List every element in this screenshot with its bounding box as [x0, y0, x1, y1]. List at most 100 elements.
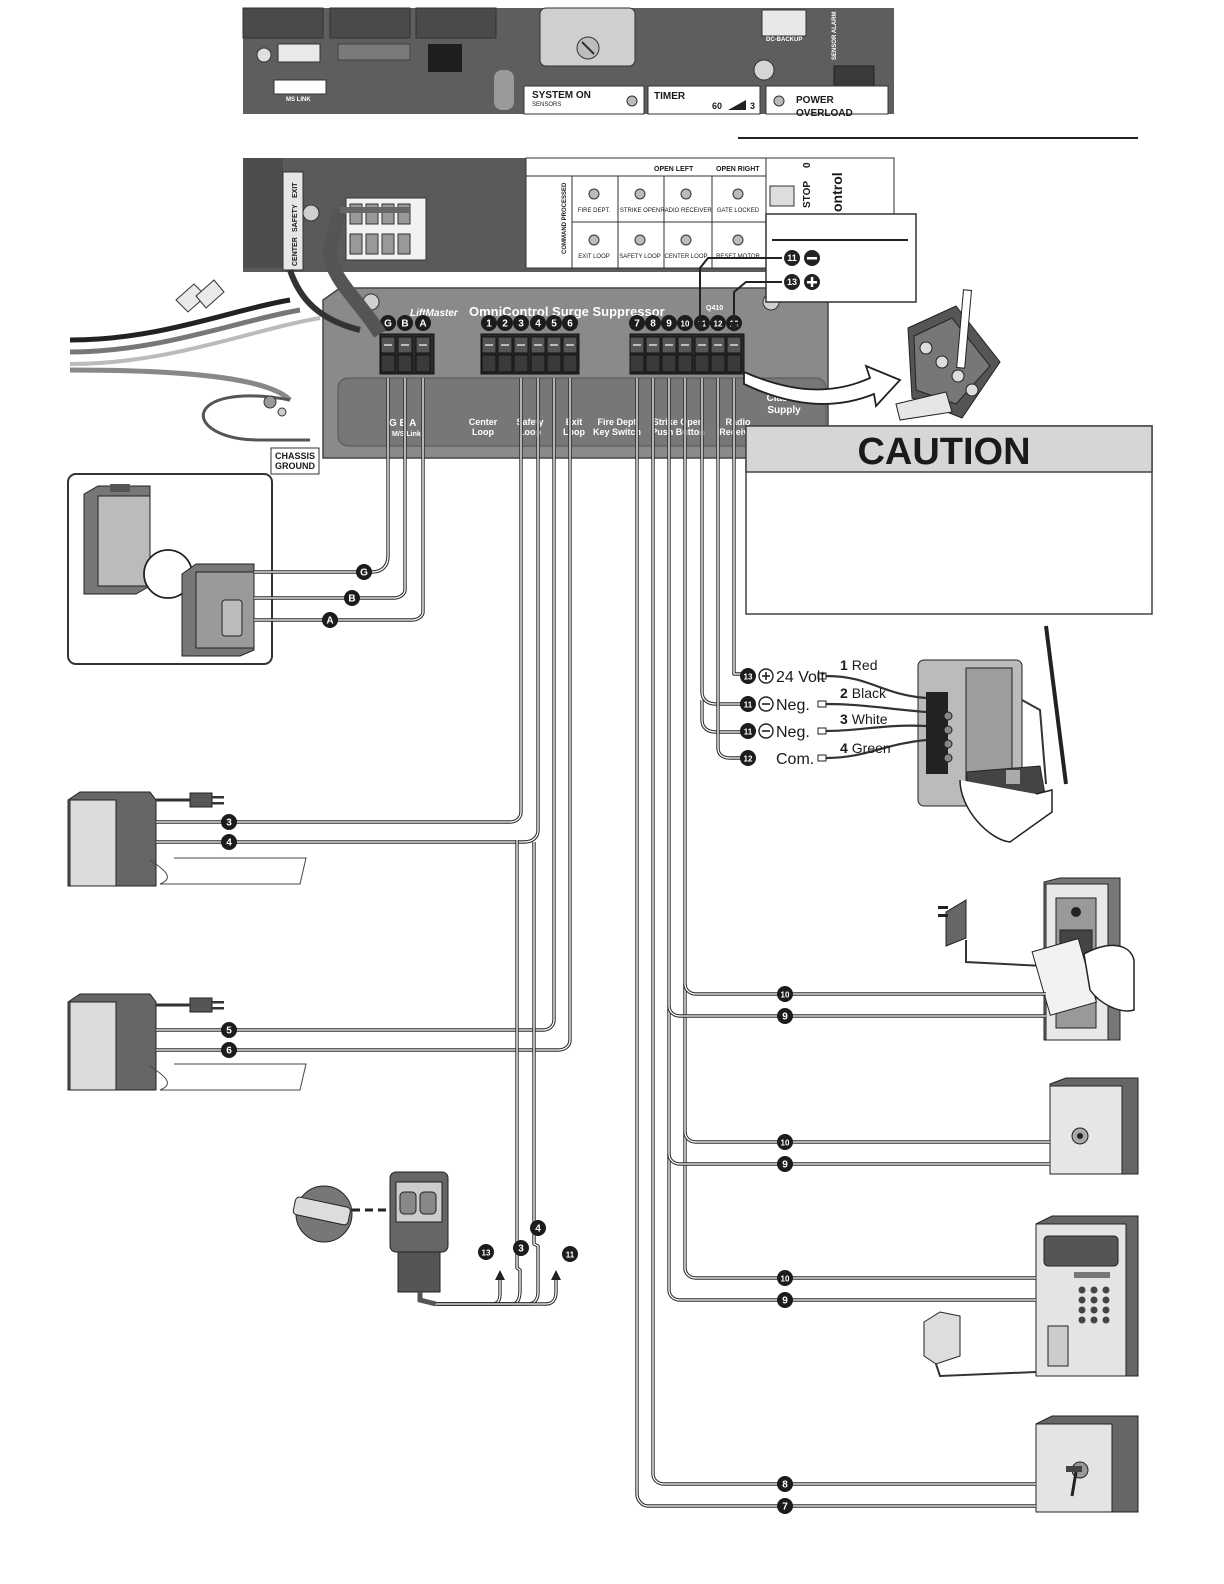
badge-radio-11-2: 11 [740, 723, 756, 739]
center-label: CENTER [292, 237, 299, 266]
label-fire-dept-1: Fire Dept [597, 417, 636, 427]
svg-text:4: 4 [535, 1224, 541, 1235]
loop-detector-2 [67, 993, 307, 1091]
label-strike-open-1: Strike Open [653, 417, 704, 427]
terminal-badge-6: 6 [562, 315, 578, 331]
keypad-key [1090, 1296, 1098, 1304]
terminal-badge-G: G [380, 315, 396, 331]
badge-pe-11: 11 [562, 1246, 578, 1262]
keypad-key [1090, 1316, 1098, 1324]
svg-text:3: 3 [226, 818, 232, 829]
radio-lead-pin2 [825, 702, 927, 714]
keypad-key [1078, 1296, 1086, 1304]
wire-11-radio-b [700, 700, 742, 734]
indicator-gate-locked: GATE LOCKED [717, 208, 760, 214]
overload-label: OVERLOAD [796, 108, 853, 119]
svg-text:9: 9 [666, 319, 672, 330]
svg-text:12: 12 [744, 755, 753, 764]
svg-text:9: 9 [782, 1160, 788, 1171]
wire-3-loop [156, 378, 523, 824]
svg-text:6: 6 [567, 319, 573, 330]
badge-ks-7: 7 [777, 1498, 793, 1514]
wire-pe-3 [436, 840, 522, 1306]
keypad-key [1078, 1306, 1086, 1314]
chassis-ground-label-1: CHASSIS [275, 451, 315, 461]
wire-routes [156, 378, 1050, 1508]
indicator-center-loop: CENTER LOOP [664, 254, 707, 260]
badge-loop2-5: 5 [221, 1022, 237, 1038]
label-fire-dept-2: Key Switch [593, 427, 641, 437]
caution-box: CAUTION [745, 425, 1153, 615]
svg-text:4: 4 [226, 838, 232, 849]
indicator-radio-receiver: RADIO RECEIVER [660, 208, 712, 214]
badge-ms-B: B [344, 590, 360, 606]
keypad-station [923, 1215, 1139, 1378]
keypad-key [1090, 1306, 1098, 1314]
label-exit-loop-2: Loop [563, 427, 585, 437]
wire-nut-icon [817, 672, 827, 680]
svg-text:8: 8 [650, 319, 656, 330]
label-safety-loop-2: Loop [519, 427, 541, 437]
wire-pe-4 [436, 842, 540, 1306]
svg-text:3: 3 [518, 319, 524, 330]
stop-zero-label: 0 [802, 162, 813, 168]
badge-loop1-3: 3 [221, 814, 237, 830]
badge-pe-13: 13 [478, 1244, 494, 1260]
chassis-ground-label-2: GROUND [275, 461, 315, 471]
terminal-badge-4: 4 [530, 315, 546, 331]
radio-lead-pin3 [825, 724, 927, 733]
system-on-label: SYSTEM ON [532, 90, 591, 101]
svg-text:A: A [326, 616, 333, 627]
wire-9-push [667, 1153, 1050, 1166]
keypad-key [1078, 1286, 1086, 1294]
command-processed-label: COMMAND PROCESSED [562, 182, 568, 254]
chassis-ground-tag [270, 447, 320, 475]
wire-nut-icon [817, 754, 827, 762]
radio-pin-4-desc: Com. [776, 751, 814, 768]
suppressor-brand: LiftMaster [410, 308, 459, 319]
suppressor-model: Q410 [706, 305, 723, 312]
wire-nut-icon [817, 700, 827, 708]
badge-radio-12-3: 12 [740, 750, 756, 766]
cable-bundle [69, 207, 410, 442]
svg-text:11: 11 [744, 701, 753, 710]
terminal-badge-1: 1 [481, 315, 497, 331]
terminal-badge-10: 10 [677, 315, 693, 331]
badge-keypad-10: 10 [777, 1270, 793, 1286]
svg-text:5: 5 [226, 1026, 232, 1037]
wire-10-keypad [683, 378, 1036, 1280]
badge-ks-8: 8 [777, 1476, 793, 1492]
badge-loop1-4: 4 [221, 834, 237, 850]
indicator-strike-open: STRIKE OPEN [620, 208, 660, 214]
svg-text:13: 13 [482, 1249, 491, 1258]
sensors-label: SENSORS [532, 102, 561, 108]
radio-lead-pin1 [825, 674, 927, 700]
svg-text:11: 11 [744, 728, 753, 737]
label-radio-receiver-1: Radio [725, 417, 751, 427]
legend-pos-term: 13 [787, 277, 797, 287]
radio-pin-3-desc: Neg. [776, 724, 810, 741]
svg-text:11: 11 [566, 1251, 575, 1260]
dc-backup-label: DC-BACKUP [766, 37, 802, 43]
svg-text:6: 6 [226, 1046, 232, 1057]
wire-g [254, 378, 390, 574]
wire-10-card [683, 983, 1046, 996]
badge-push-10: 10 [777, 1134, 793, 1150]
caution-title: CAUTION [857, 431, 1030, 473]
wire-10-push [683, 1131, 1050, 1144]
badge-card-10: 10 [777, 986, 793, 1002]
label-strike-open-2: Push Button [651, 427, 705, 437]
label-exit-loop-1: Exit [566, 417, 583, 427]
stop-label: STOP [802, 181, 813, 208]
svg-text:G: G [384, 319, 392, 330]
wire-7 [635, 378, 1036, 1508]
keypad-key [1090, 1286, 1098, 1294]
loop-detector-1 [67, 791, 307, 887]
label-radio-receiver-2: Receiver [719, 427, 757, 437]
svg-text:4: 4 [535, 319, 541, 330]
badge-ms-A: A [322, 612, 338, 628]
